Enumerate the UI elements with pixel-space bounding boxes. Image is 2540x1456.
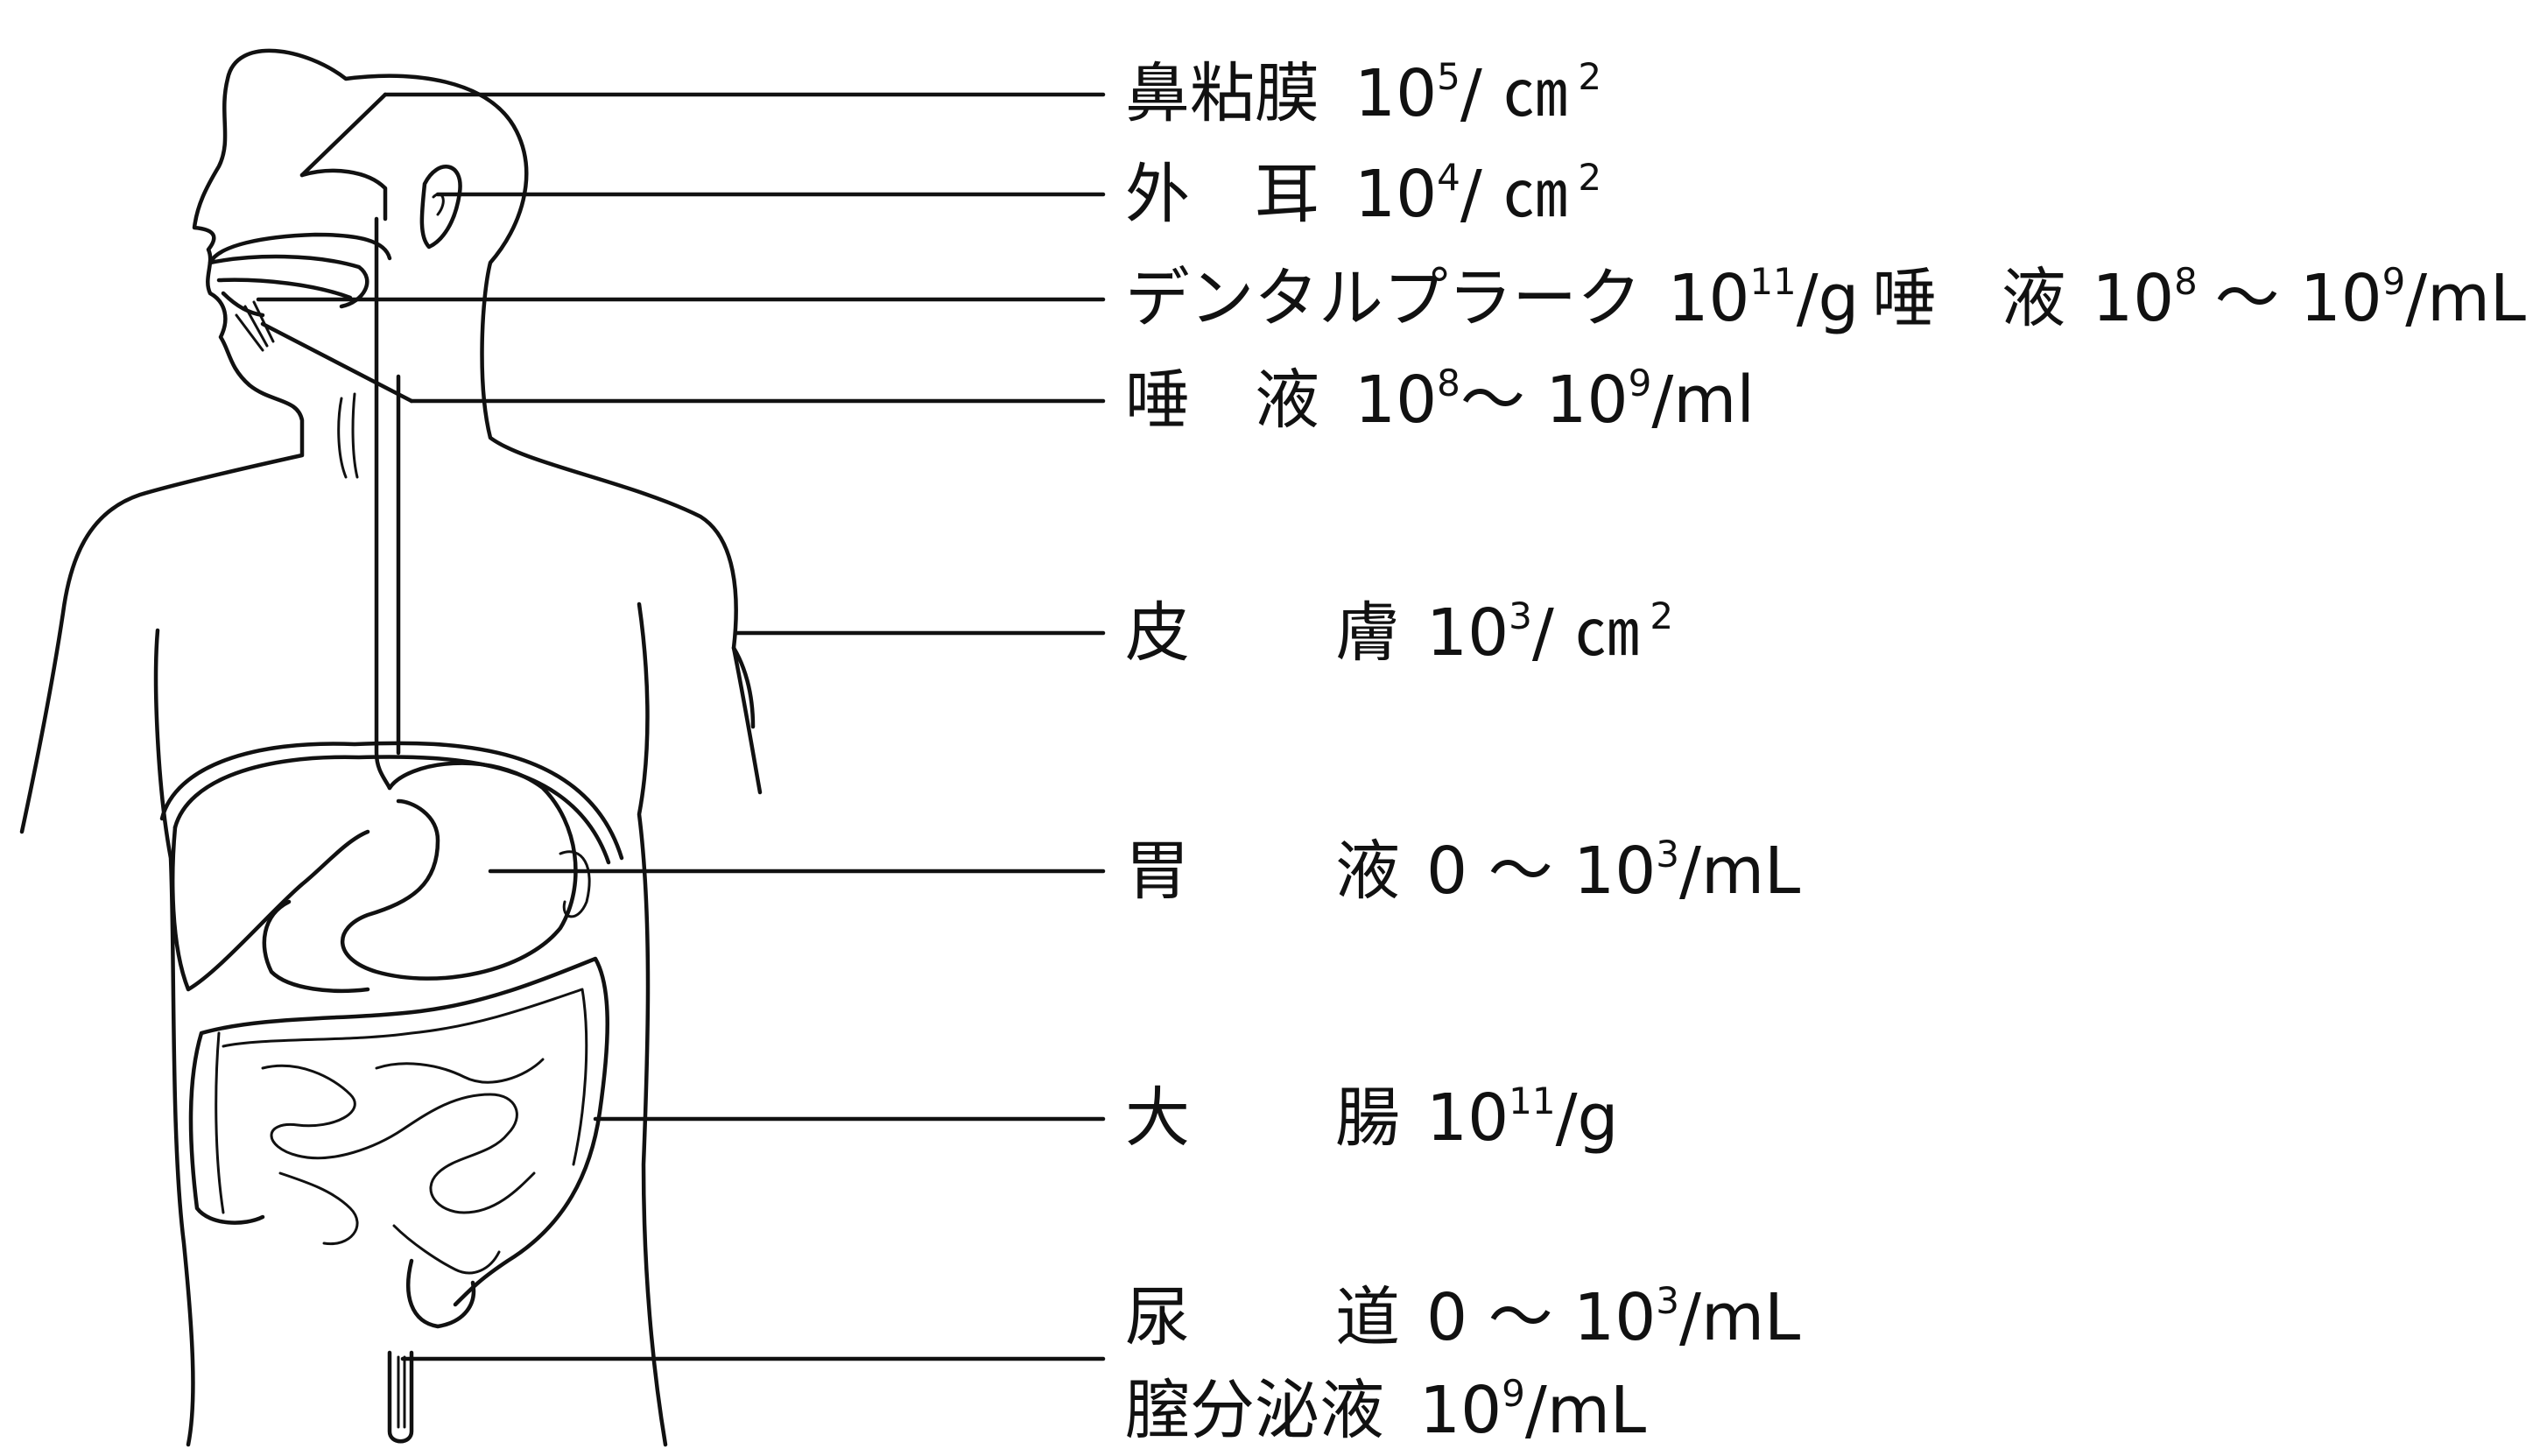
oral-cavity [208, 232, 392, 318]
liver [170, 825, 370, 992]
rectum [406, 1258, 476, 1329]
esophagus [374, 216, 401, 791]
nasal-cavity [299, 168, 388, 222]
duodenum [262, 899, 370, 994]
leader-nasal-mucosa-diag [299, 92, 388, 178]
body-outline [19, 48, 763, 834]
right-torso [637, 601, 668, 1447]
stomach [341, 761, 578, 981]
urethra-outline [387, 1350, 414, 1444]
leader-saliva [260, 321, 414, 404]
leader-lines [256, 92, 1106, 1361]
small-intestine [261, 1058, 545, 1275]
right-arm [731, 645, 756, 729]
colon-haustra [215, 988, 588, 1214]
diaphragm [159, 741, 624, 865]
large-intestine [188, 956, 609, 1307]
ear [419, 165, 462, 250]
left-arm [153, 628, 195, 1447]
body-illustration [19, 48, 763, 1447]
